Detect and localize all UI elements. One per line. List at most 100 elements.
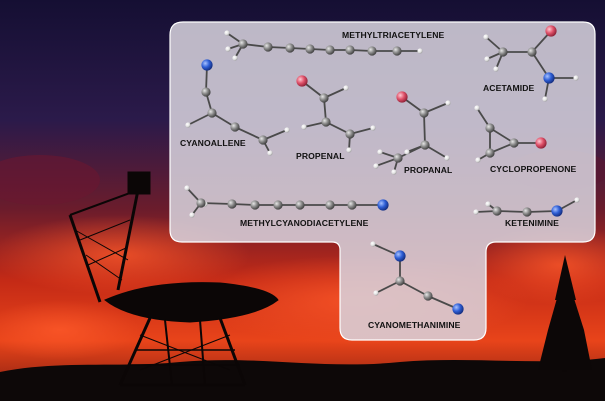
molecule-acetamide (483, 25, 579, 102)
carbon-atom (325, 200, 335, 210)
hydrogen-atom (391, 169, 397, 175)
hydrogen-atom (301, 124, 307, 130)
hydrogen-atom (473, 209, 479, 215)
hydrogen-atom (542, 96, 548, 102)
molecule-propenal (296, 75, 376, 153)
carbon-atom (238, 39, 248, 49)
label-cyanomethanimine: CYANOMETHANIMINE (368, 320, 461, 330)
carbon-atom (263, 42, 273, 52)
label-cyclopropenone: CYCLOPROPENONE (490, 164, 577, 174)
label-propanal: PROPANAL (404, 165, 452, 175)
bond (234, 126, 264, 141)
molecule-labels: METHYLTRIACETYLENE ACETAMIDE CYANOALLENE… (180, 30, 577, 330)
hydrogen-atom (189, 212, 195, 218)
label-methyltriacetylene: METHYLTRIACETYLENE (342, 30, 445, 40)
carbon-atom (498, 47, 508, 57)
hydrogen-atom (373, 290, 379, 296)
carbon-atom (345, 45, 355, 55)
hydrogen-atom (485, 201, 491, 207)
carbon-atom (227, 199, 237, 209)
carbon-atom (367, 46, 377, 56)
carbon-atom (230, 122, 240, 132)
hydrogen-atom (444, 155, 450, 161)
molecule-ketenimine (473, 197, 580, 217)
nitrogen-atom (394, 250, 406, 262)
carbon-atom (325, 45, 335, 55)
nitrogen-atom (551, 205, 563, 217)
molecule-cyanomethanimine (370, 241, 464, 315)
molecule-cyclopropenone (474, 105, 547, 163)
carbon-atom (527, 47, 537, 57)
label-methylcyanodiacetylene: METHYLCYANODIACETYLENE (240, 218, 369, 228)
carbon-atom (201, 87, 211, 97)
carbon-atom (522, 207, 532, 217)
carbon-atom (207, 108, 217, 118)
carbon-atom (347, 200, 357, 210)
hydrogen-atom (417, 48, 423, 54)
label-propenal: PROPENAL (296, 151, 345, 161)
hydrogen-atom (373, 163, 379, 169)
carbon-atom (392, 46, 402, 56)
bond (496, 210, 528, 213)
hydrogen-atom (224, 30, 230, 36)
nitrogen-atom (543, 72, 555, 84)
hydrogen-atom (493, 66, 499, 72)
oxygen-atom (396, 91, 408, 103)
hydrogen-atom (284, 127, 290, 133)
hill-silhouette (0, 358, 605, 401)
carbon-atom (393, 153, 403, 163)
hydrogen-atom (483, 34, 489, 40)
hydrogen-atom (574, 197, 580, 203)
molecule-structures (184, 25, 580, 315)
carbon-atom (485, 123, 495, 133)
carbon-atom (423, 291, 433, 301)
carbon-atom (250, 200, 260, 210)
carbon-atom (419, 108, 429, 118)
carbon-atom (321, 117, 331, 127)
hydrogen-atom (185, 122, 191, 128)
hydrogen-atom (573, 75, 579, 81)
hydrogen-atom (343, 85, 349, 91)
carbon-atom (273, 200, 283, 210)
molecule-panel (169, 21, 596, 341)
carbon-atom (295, 200, 305, 210)
hydrogen-atom (377, 149, 383, 155)
carbon-atom (285, 43, 295, 53)
molecule-propanal (373, 91, 451, 175)
oxygen-atom (296, 75, 308, 87)
label-acetamide: ACETAMIDE (483, 83, 535, 93)
hydrogen-atom (484, 56, 490, 62)
hydrogen-atom (232, 55, 238, 61)
label-cyanoallene: CYANOALLENE (180, 138, 246, 148)
carbon-atom (420, 140, 430, 150)
hydrogen-atom (370, 241, 376, 247)
radio-telescope-silhouette (68, 171, 279, 387)
carbon-atom (485, 148, 495, 158)
carbon-atom (258, 135, 268, 145)
carbon-atom (492, 206, 502, 216)
hydrogen-atom (475, 157, 481, 163)
nitrogen-atom (201, 59, 213, 71)
bond (489, 127, 515, 144)
oxygen-atom (545, 25, 557, 37)
carbon-atom (196, 198, 206, 208)
carbon-atom (395, 276, 405, 286)
nitrogen-atom (377, 199, 389, 211)
carbon-atom (509, 138, 519, 148)
hydrogen-atom (184, 185, 190, 191)
tree-silhouette (538, 255, 592, 372)
hydrogen-atom (267, 150, 273, 156)
bond (397, 144, 426, 159)
nitrogen-atom (452, 303, 464, 315)
bond (423, 112, 426, 146)
hydrogen-atom (346, 147, 352, 153)
hydrogen-atom (404, 149, 410, 155)
oxygen-atom (535, 137, 547, 149)
molecule-methylcyanodiacetylene (184, 185, 389, 218)
carbon-atom (305, 44, 315, 54)
molecule-cyanoallene (185, 59, 290, 156)
hydrogen-atom (474, 105, 480, 111)
carbon-atom (319, 93, 329, 103)
